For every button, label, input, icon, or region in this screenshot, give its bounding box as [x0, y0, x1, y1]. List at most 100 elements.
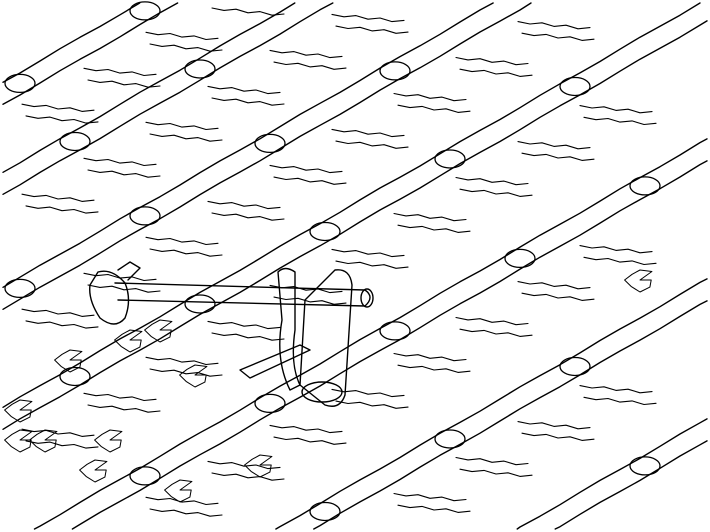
tie-edge	[335, 400, 409, 409]
rail-edge	[2, 2, 532, 310]
tie-edge	[397, 504, 471, 513]
tie-edge	[145, 121, 219, 131]
tie-edge	[393, 492, 467, 502]
rail-rivet	[309, 221, 341, 242]
tie-edge	[579, 245, 653, 254]
tie-edge	[273, 176, 347, 185]
rail-edge	[275, 278, 708, 530]
rail-rivet	[4, 73, 36, 94]
rail-edge	[313, 300, 708, 530]
tie-edge	[397, 224, 471, 233]
rail-edge	[71, 160, 708, 530]
rail-rivet	[309, 501, 341, 522]
track-tool	[89, 261, 374, 407]
tie-edge	[87, 169, 161, 178]
tie-edge	[269, 49, 343, 59]
tie-edge	[87, 284, 161, 293]
tie-edge	[397, 104, 471, 113]
tie-edge	[211, 472, 285, 481]
tie-edge	[579, 105, 653, 114]
tie-edge	[397, 364, 471, 373]
tie-edge	[335, 260, 409, 269]
tie-edge	[517, 421, 591, 430]
rail-rivet	[559, 76, 591, 97]
tie-edge	[455, 456, 529, 466]
tie-edge	[521, 432, 595, 441]
debris-patches	[4, 269, 653, 503]
tie-edge	[145, 356, 219, 366]
rail-rivet	[254, 133, 286, 154]
tie-edge	[331, 388, 405, 398]
debris-patch	[79, 459, 108, 483]
rail-rivet	[629, 176, 661, 196]
tie-edge	[25, 115, 99, 124]
tie-edge	[273, 296, 347, 305]
tie-edge	[335, 140, 409, 149]
tie-edge	[517, 21, 591, 30]
tie-edge	[393, 352, 467, 362]
tie-edge	[21, 193, 95, 202]
rail-rivet	[434, 429, 466, 449]
rail-rivet	[129, 466, 161, 486]
rail-edge	[2, 2, 179, 105]
tie-edge	[459, 68, 533, 77]
rail-rivet	[629, 456, 661, 476]
tie-edge	[335, 25, 409, 34]
tie-edge	[83, 67, 157, 77]
rail-rivet	[434, 149, 466, 169]
rail-edge	[2, 2, 701, 408]
debris-patch	[94, 429, 123, 453]
tie-edge	[459, 188, 533, 197]
tie-edge	[455, 56, 529, 66]
tie-edge	[273, 436, 347, 445]
debris-patch	[179, 364, 208, 388]
rail-edge	[2, 2, 494, 288]
debris-patch	[244, 454, 273, 478]
tie-edge	[579, 385, 653, 394]
tie-edge	[331, 248, 405, 258]
rail-rivet	[129, 206, 161, 226]
rail-rivet	[4, 278, 36, 299]
tie-edge	[149, 508, 223, 517]
tie-edge	[83, 157, 157, 167]
tie-edge	[211, 97, 285, 106]
tie-edge	[21, 308, 95, 317]
debris-patch	[29, 429, 58, 453]
tie-edge	[331, 13, 405, 23]
tool-head-left	[89, 270, 130, 325]
tie-edge	[145, 496, 219, 506]
tie-edge	[521, 152, 595, 161]
tie-edge	[25, 320, 99, 329]
jack-plate	[239, 344, 311, 379]
tie-edge	[459, 468, 533, 477]
tie-edge	[521, 292, 595, 301]
rail-rivet	[559, 356, 591, 377]
rail-edge	[2, 20, 708, 430]
rail-rivet	[184, 294, 216, 314]
tie-edge	[393, 92, 467, 102]
jack-body	[299, 269, 353, 407]
rail-rivet	[379, 61, 411, 81]
rail-edge	[2, 2, 334, 195]
rail-edge	[554, 440, 708, 530]
debris-patch	[164, 479, 193, 503]
debris-patch	[144, 319, 173, 343]
tie-edge	[83, 392, 157, 402]
tie-edge	[459, 328, 533, 337]
tie-edge	[211, 212, 285, 221]
tie-edge	[149, 43, 223, 52]
tie-edge	[21, 103, 95, 112]
rail-edge	[2, 2, 296, 173]
jack-frame	[277, 267, 301, 391]
tie-edge	[273, 61, 347, 70]
rail-rivet	[254, 393, 286, 414]
debris-patch	[624, 269, 653, 293]
tie-edge	[207, 320, 281, 330]
tie-edge	[149, 248, 223, 257]
tie-edge	[207, 460, 281, 470]
tie-edge	[207, 200, 281, 210]
tool-claw	[117, 261, 141, 281]
tie-edge	[269, 424, 343, 434]
